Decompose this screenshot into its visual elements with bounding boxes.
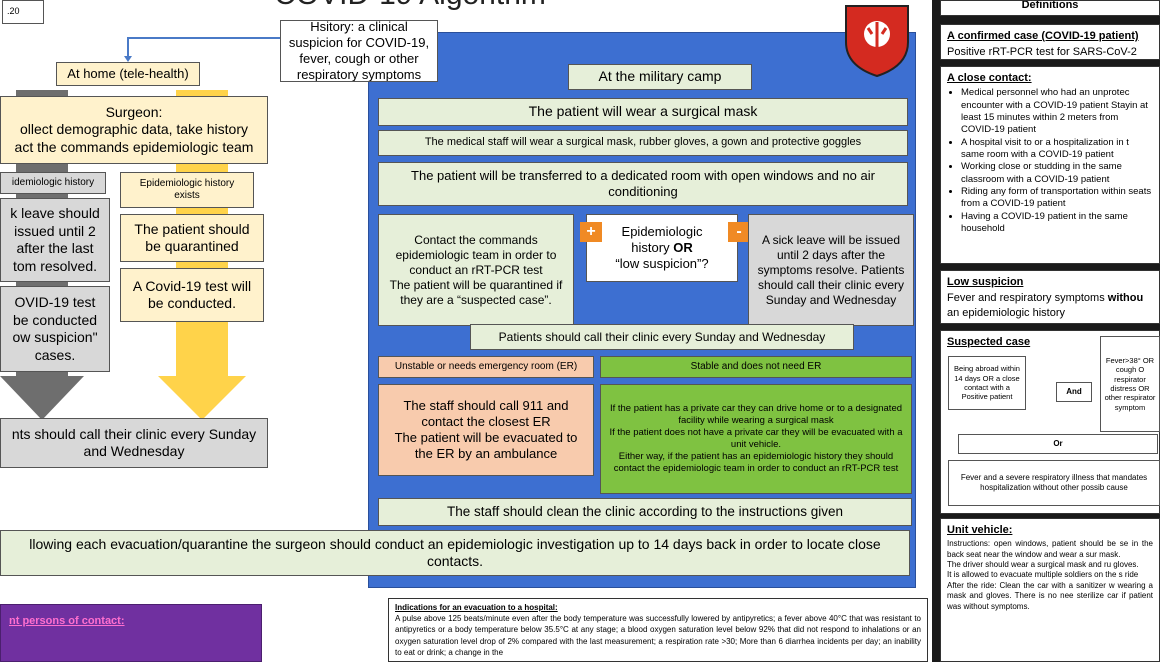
question-or: OR [673,239,693,255]
home-sick-leave-box: k leave should issued until 2 after the … [0,198,110,282]
home-quarantine-box: The patient should be quarantined [120,214,264,262]
question-history: history [631,239,674,255]
patient-mask-box: The patient will wear a surgical mask [378,98,908,126]
close-contact-definition: A close contact: Medical personnel who h… [940,66,1160,264]
suspected-fever-box: Fever>38° OR cough O respirator distress… [1100,336,1160,432]
suspected-case-title: Suspected case [947,336,1031,348]
epidemiologic-history-exists-label: Epidemiologic history exists [120,172,254,208]
yellow-arrow-head [158,376,246,420]
evacuation-title: Indications for an evacuation to a hospi… [395,603,558,612]
confirmed-case-text: Positive rRT-PCR test for SARS-CoV-2 [947,46,1137,59]
contact-team-box: Contact the commands epidemiologic team … [378,214,574,326]
low-suspicion-title: Low suspicion [947,276,1024,288]
home-call-clinic-box: nts should call their clinic every Sunda… [0,418,268,468]
close-contact-item: Having a COVID-19 patient in the same ho… [961,211,1153,236]
unstable-er-label: Unstable or needs emergency room (ER) [378,356,594,378]
close-contact-item: A hospital visit to or a hospitalization… [961,137,1153,162]
low-suspicion-definition: Low suspicion Fever and respiratory symp… [940,270,1160,324]
close-contact-title: A close contact: [947,72,1032,84]
question-line-1: Epidemiologic [621,223,703,239]
shield-logo-icon [842,4,912,78]
epidemiologic-question-box: Epidemiologic history OR “low suspicion”… [586,214,738,282]
low-suspicion-text: Fever and respiratory symptoms withou an … [947,291,1153,320]
suspected-and-box: And [1056,382,1092,402]
camp-call-clinic-box: Patients should call their clinic every … [470,324,854,350]
epidemiologic-investigation-box: llowing each evacuation/quarantine the s… [0,530,910,576]
dedicated-room-box: The patient will be transferred to a ded… [378,162,908,206]
evacuation-indications-box: Indications for an evacuation to a hospi… [388,598,928,662]
close-contact-item: Working close or studding in the same cl… [961,161,1153,186]
suspected-or-box: Or [958,434,1158,454]
close-contact-item: Riding any form of transportation within… [961,186,1153,211]
unit-vehicle-definition: Unit vehicle: Instructions: open windows… [940,518,1160,662]
no-epidemiologic-history-label: idemiologic history [0,172,106,194]
definitions-header: Definitions [940,0,1160,16]
minus-sign-icon: - [728,222,750,242]
unit-vehicle-text: Instructions: open windows, patient shou… [947,539,1153,611]
question-line-2: history OR [631,240,692,256]
home-covid-test-box: A Covid-19 test will be conducted. [120,268,264,322]
unit-vehicle-title: Unit vehicle: [947,524,1013,536]
camp-sick-leave-box: A sick leave will be issued until 2 days… [748,214,914,326]
evacuation-text: A pulse above 125 beats/minute even afte… [395,614,921,657]
clean-clinic-box: The staff should clean the clinic accord… [378,498,912,526]
low-suspicion-text-c: an epidemiologic history [947,306,1066,319]
persons-of-contact-title: nt persons of contact: [9,615,125,627]
plus-sign-icon: + [580,222,602,242]
private-car-box: If the patient has a private car they ca… [600,384,912,494]
question-line-3: “low suspicion”? [615,256,709,272]
close-contact-list: Medical personnel who had an unprotec en… [947,87,1153,235]
persons-of-contact-box: nt persons of contact: [0,604,262,662]
grey-arrow-head [0,376,84,420]
page-number-tab: .20 [2,0,44,24]
close-contact-item: Medical personnel who had an unprotec en… [961,87,1153,136]
confirmed-case-definition: A confirmed case (COVID-19 patient) Posi… [940,24,1160,60]
history-box: Hsitory: a clinical suspicion for COVID-… [280,20,438,82]
page-title: COVID-19 Algorithm [270,0,550,11]
home-covid-test-low-box: OVID-19 test be conducted ow suspicion" … [0,286,110,372]
call-911-box: The staff should call 911 and contact th… [378,384,594,476]
military-camp-label: At the military camp [568,64,752,90]
stable-no-er-label: Stable and does not need ER [600,356,912,378]
low-suspicion-text-a: Fever and respiratory symptoms [947,292,1108,305]
home-telehealth-label: At home (tele-health) [56,62,200,86]
confirmed-case-title: A confirmed case (COVID-19 patient) [947,30,1139,42]
staff-protection-box: The medical staff will wear a surgical m… [378,130,908,156]
surgeon-box: Surgeon: ollect demographic data, take h… [0,96,268,164]
low-suspicion-text-b: withou [1107,292,1144,305]
suspected-severe-box: Fever and a severe respiratory illness t… [948,460,1160,506]
suspected-abroad-box: Being abroad within 14 days OR a close c… [948,356,1026,410]
